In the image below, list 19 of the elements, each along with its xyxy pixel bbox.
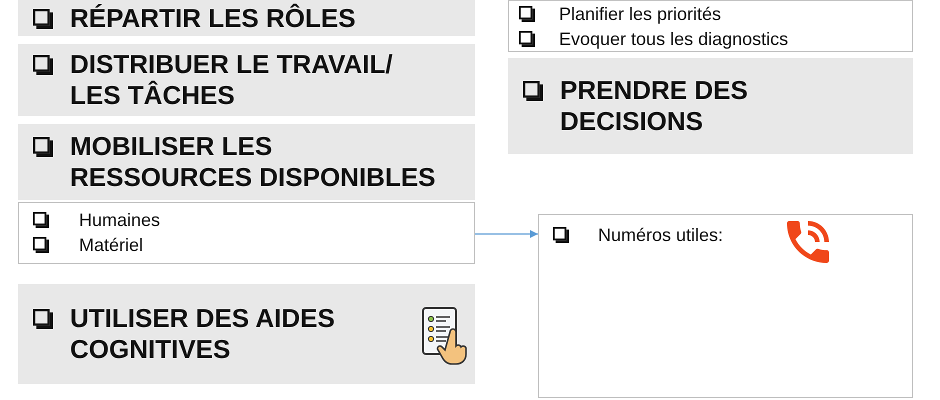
- section-heading: DISTRIBUER LE TRAVAIL/ LES TÂCHES: [70, 49, 394, 111]
- section-band: [508, 58, 913, 154]
- section-heading: UTILISER DES AIDES COGNITIVES: [70, 303, 336, 365]
- list-panel: [538, 214, 913, 398]
- list-item: Evoquer tous les diagnostics: [559, 28, 788, 51]
- section-band: [18, 44, 475, 116]
- section-heading: PRENDRE DES DECISIONS: [560, 75, 749, 137]
- section-heading: MOBILISER LES RESSOURCES DISPONIBLES: [70, 131, 437, 193]
- section-band: [18, 0, 475, 36]
- section-heading: RÉPARTIR LES RÔLES: [70, 2, 357, 34]
- arrow: [475, 230, 538, 238]
- list-panel: [508, 0, 913, 52]
- section-band: [18, 124, 475, 200]
- list-panel: [18, 202, 475, 264]
- list-item: Planifier les priorités: [559, 3, 722, 26]
- list-item: Matériel: [79, 234, 144, 257]
- list-item: Numéros utiles:: [598, 224, 724, 247]
- list-item: Humaines: [79, 209, 160, 232]
- section-band: [18, 284, 475, 384]
